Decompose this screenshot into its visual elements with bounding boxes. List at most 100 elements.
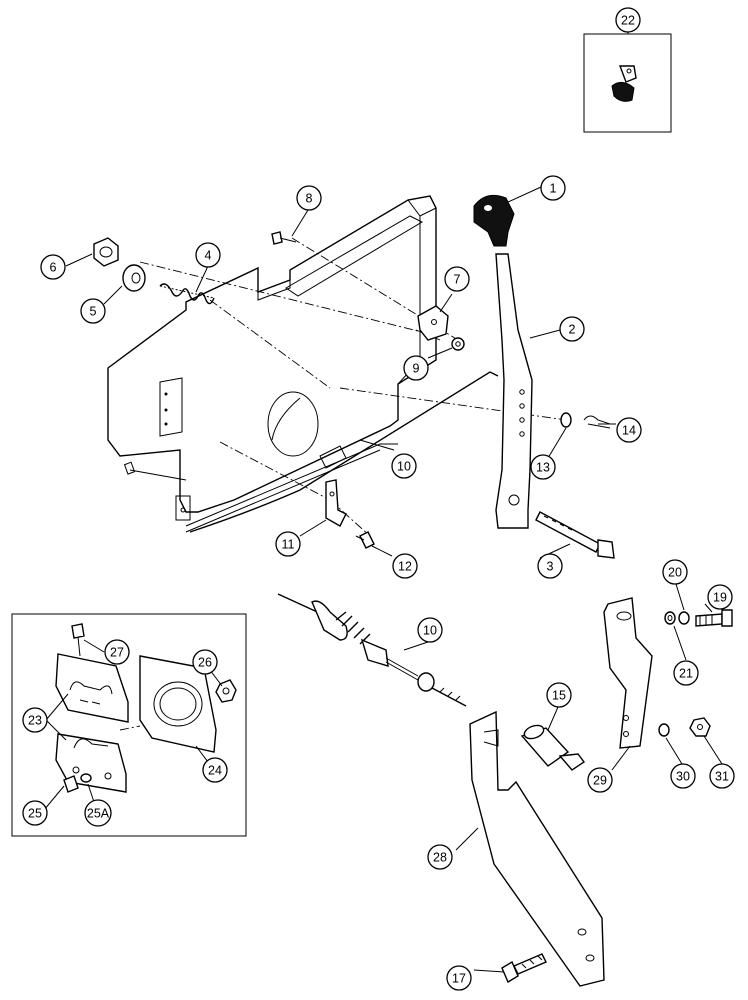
callout-c6: 6 — [40, 254, 66, 280]
callout-label: 30 — [676, 770, 690, 784]
callout-c17: 17 — [446, 965, 472, 991]
callout-circle — [559, 316, 585, 342]
callout-c30: 30 — [670, 763, 696, 789]
callout-label: 17 — [452, 972, 466, 986]
callout-circle — [22, 707, 48, 733]
callout-c27: 27 — [104, 639, 130, 665]
callout-circle — [84, 799, 112, 827]
callout-circle — [615, 7, 641, 33]
callout-c2: 2 — [559, 316, 585, 342]
nut-31 — [689, 717, 711, 737]
mounting-panel — [107, 195, 437, 533]
callout-c20: 20 — [662, 559, 688, 585]
callout-label: 13 — [536, 461, 550, 475]
callout-c4: 4 — [195, 242, 221, 268]
housing-half-upper-23 — [55, 653, 129, 723]
callout-label: 21 — [679, 667, 693, 681]
callout-circle — [391, 453, 417, 479]
callout-circle — [540, 175, 566, 201]
callout-circle — [392, 553, 418, 579]
bolt-3 — [535, 511, 615, 559]
nut-26 — [215, 679, 237, 703]
callout-circle — [22, 800, 48, 826]
callout-c5: 5 — [80, 298, 106, 324]
callout-c10b: 10 — [417, 617, 443, 643]
callout-circle — [616, 417, 642, 443]
callout-c15: 15 — [546, 682, 572, 708]
callout-label: 25 — [28, 807, 42, 821]
washer-13 — [560, 412, 572, 428]
callout-label: 23 — [28, 714, 42, 728]
callout-c28: 28 — [427, 844, 453, 870]
callout-c9: 9 — [403, 355, 429, 381]
callout-label: 26 — [198, 656, 212, 670]
cable-detail-10 — [277, 593, 467, 707]
callout-label: 11 — [282, 538, 295, 552]
callout-label: 28 — [433, 851, 447, 865]
callout-c19: 19 — [707, 584, 733, 610]
callout-c23: 23 — [22, 707, 48, 733]
callout-c25: 25 — [22, 800, 48, 826]
callout-c12: 12 — [392, 553, 418, 579]
callout-c14: 14 — [616, 417, 642, 443]
callout-circle — [417, 617, 443, 643]
callout-label: 4 — [205, 249, 212, 263]
callout-label: 10 — [397, 460, 411, 474]
callout-label: 9 — [413, 362, 420, 376]
callout-circle — [662, 559, 688, 585]
callout-label: 22 — [621, 14, 635, 28]
callout-circle — [530, 454, 556, 480]
callout-c29: 29 — [587, 767, 613, 793]
callout-label: 6 — [50, 261, 57, 275]
callout-label: 7 — [454, 273, 461, 287]
callout-label: 5 — [90, 305, 97, 319]
callout-label: 25A — [87, 807, 110, 821]
callout-label: 31 — [715, 770, 729, 784]
cable-upper — [123, 371, 499, 533]
washer-20 — [678, 611, 690, 625]
callout-circle — [296, 185, 322, 211]
callout-c26: 26 — [192, 649, 218, 675]
callout-label: 2 — [569, 323, 576, 337]
callout-c24: 24 — [202, 757, 228, 783]
callout-label: 20 — [668, 566, 682, 580]
bracket-7 — [417, 305, 449, 341]
lever-arm-2 — [495, 253, 533, 529]
callout-c31: 31 — [709, 763, 735, 789]
inset-box-23-27 — [11, 613, 247, 837]
callout-label: 10 — [423, 624, 437, 638]
screw-25 — [63, 775, 79, 793]
switch-15 — [520, 724, 586, 771]
callout-circle — [40, 254, 66, 280]
callout-circle — [537, 553, 563, 579]
callout-circle — [275, 531, 301, 557]
callout-circle — [670, 763, 696, 789]
callout-c21: 21 — [673, 660, 699, 686]
washer-30 — [658, 723, 670, 737]
callout-label: 12 — [398, 560, 412, 574]
callout-label: 19 — [713, 591, 727, 605]
nut-9 — [451, 337, 465, 351]
callout-c7: 7 — [444, 266, 470, 292]
callout-c1: 1 — [540, 175, 566, 201]
leader-lines — [43, 32, 723, 973]
nut-6 — [93, 237, 119, 267]
callout-circle — [80, 298, 106, 324]
callout-circle — [403, 355, 429, 381]
callout-label: 8 — [306, 192, 313, 206]
callout-label: 3 — [547, 560, 554, 574]
callout-circle — [202, 757, 228, 783]
callout-label: 1 — [550, 182, 557, 196]
clamp-11 — [325, 479, 347, 527]
callout-c25a: 25A — [84, 799, 112, 827]
callout-circle — [707, 584, 733, 610]
callout-label: 15 — [552, 689, 566, 703]
bolt-8 — [271, 231, 297, 245]
callout-label: 29 — [593, 774, 607, 788]
screw-27 — [71, 623, 85, 657]
clip-part-22 — [611, 65, 637, 102]
bracket-29 — [603, 597, 653, 749]
callout-circle — [192, 649, 218, 675]
